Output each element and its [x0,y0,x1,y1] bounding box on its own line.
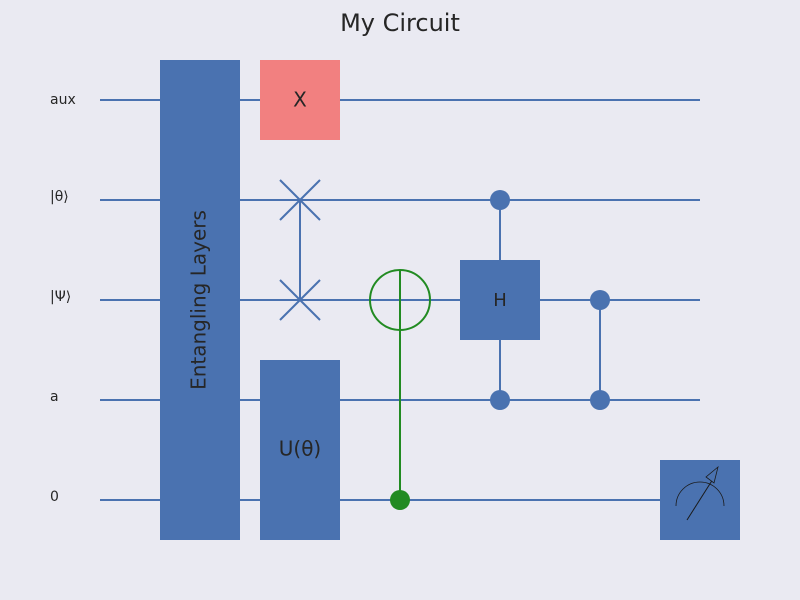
wire-label-aux: aux [50,92,76,108]
circuit-title: My Circuit [340,9,460,37]
meter-arrowhead-icon [705,465,719,484]
h-control-theta [490,190,510,210]
cz-dot-a [590,390,610,410]
x-gate: X [260,60,340,140]
h-gate-box [460,260,540,340]
u-theta-label: U(θ) [279,437,321,461]
wire-label-zero: 0 [50,489,59,505]
u-theta-box [260,360,340,540]
entangling-layers-label: Entangling Layers [187,210,211,390]
entangling-layers-gate: Entangling Layers [160,60,240,540]
cnot-target [369,269,431,331]
cnot-control-dot [390,490,410,510]
swap-gate [279,179,321,321]
entangling-layers-box [160,60,240,540]
swap-cross-theta-b [279,179,321,221]
controlled-h-gate: H [460,190,540,410]
u-theta-gate: U(θ) [260,360,340,540]
meter-icon [675,481,725,507]
measurement-gate [660,460,740,540]
x-gate-box [260,60,340,140]
wire-label-psi: |Ψ⟩ [50,289,71,305]
cz-dot-psi [590,290,610,310]
swap-cross-psi-b [279,279,321,321]
meter-needle-icon [686,478,714,521]
x-gate-label: X [293,88,307,112]
h-gate-label: H [493,290,507,311]
h-control-a [490,390,510,410]
wire-label-a: a [50,389,59,405]
cnot-gate [369,269,431,510]
cz-gate [590,290,610,410]
wire-labels: aux |θ⟩ |Ψ⟩ a 0 [50,92,76,505]
wire-label-theta: |θ⟩ [50,189,69,205]
